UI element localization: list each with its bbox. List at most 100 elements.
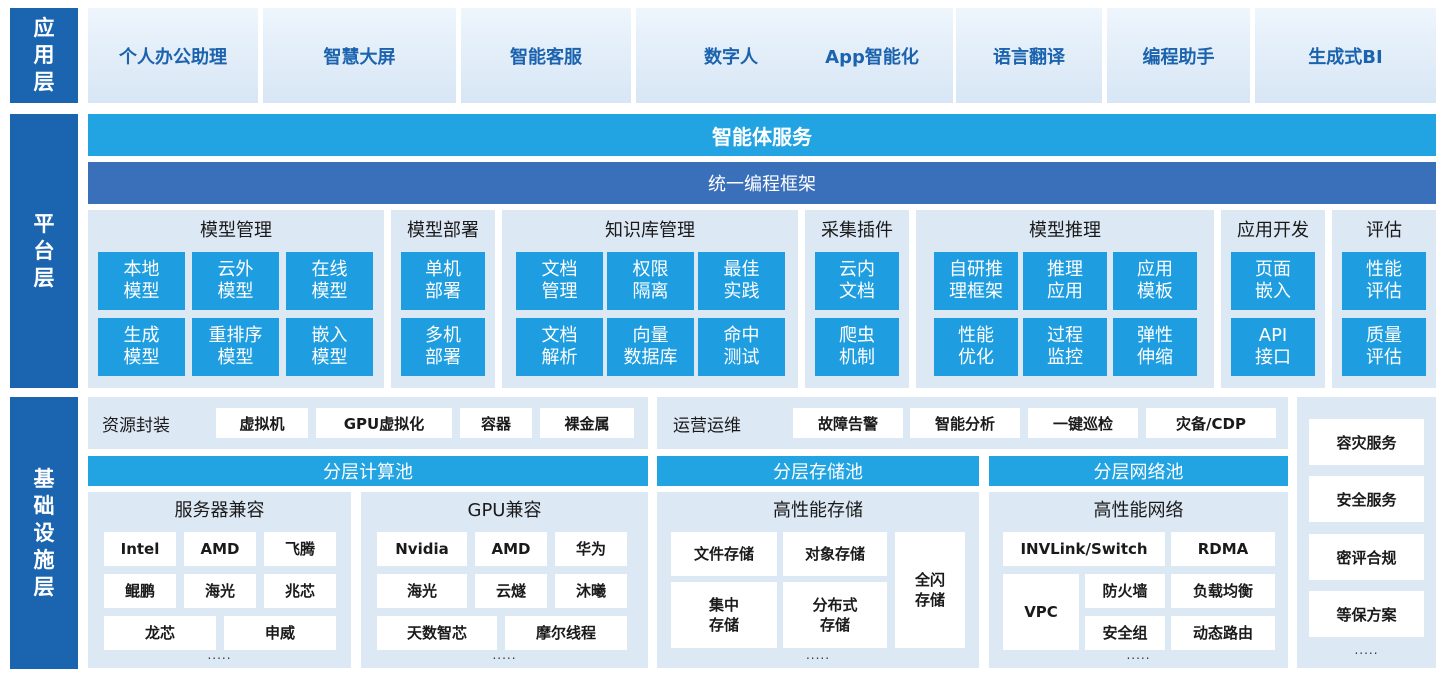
tile-quality-evaluation: 质量 评估 [1342, 318, 1426, 376]
module-title: 模型管理 [200, 220, 272, 241]
module-evaluation: 评估 性能 评估 质量 评估 [1332, 210, 1436, 388]
module-model-management: 模型管理 本地 模型 云外 模型 在线 模型 生成 模型 重排序 模型 嵌入 模… [88, 210, 384, 388]
chip-gpu-amd: AMD [475, 532, 547, 566]
chip-metax: 沐曦 [555, 574, 627, 608]
chip-gpu-virtualization: GPU虚拟化 [316, 408, 452, 438]
chip-amd: AMD [184, 532, 256, 566]
module-knowledge-base-management: 知识库管理 文档 管理 权限 隔离 最佳 实践 文档 解析 向量 数据库 命中 … [502, 210, 798, 388]
storage-pool-bar: 分层存储池 [657, 456, 979, 486]
tile-single-node-deploy: 单机 部署 [401, 252, 485, 310]
cell-invlink-switch: INVLink/Switch [1003, 532, 1165, 566]
tile-process-monitoring: 过程 监控 [1023, 318, 1107, 376]
module-title: 知识库管理 [605, 220, 695, 241]
chip-loongson: 龙芯 [104, 616, 216, 650]
network-panel: 高性能网络 INVLink/Switch RDMA VPC 防火墙 负载均衡 安… [989, 492, 1288, 668]
tile-crawler-mechanism: 爬虫 机制 [815, 318, 899, 376]
module-model-inference: 模型推理 自研推 理框架 推理 应用 应用 模板 性能 优化 过程 监控 弹性 … [916, 210, 1214, 388]
tile-best-practice: 最佳 实践 [698, 252, 785, 310]
chip-phytium: 飞腾 [264, 532, 336, 566]
module-title: 评估 [1366, 220, 1402, 241]
cell-load-balancing: 负载均衡 [1171, 574, 1275, 608]
chip-huawei: 华为 [555, 532, 627, 566]
app-smart-screen: 智慧大屏 [263, 8, 456, 103]
module-title: 采集插件 [821, 220, 893, 241]
network-title: 高性能网络 [1093, 500, 1184, 521]
module-application-development: 应用开发 页面 嵌入 API 接口 [1221, 210, 1325, 388]
compute-pool-bar: 分层计算池 [88, 456, 648, 486]
chip-enflame: 云燧 [475, 574, 547, 608]
tile-performance-evaluation: 性能 评估 [1342, 252, 1426, 310]
chip-kunpeng: 鲲鹏 [104, 574, 176, 608]
tile-cloud-external-model: 云外 模型 [192, 252, 279, 310]
service-protection-scheme: 等保方案 [1309, 591, 1424, 637]
tile-elastic-scaling: 弹性 伸缩 [1113, 318, 1197, 376]
more-ellipsis: ..... [1354, 643, 1379, 657]
infrastructure-layer-label: 基 础 设 施 层 [10, 397, 78, 669]
server-compatibility-title: 服务器兼容 [174, 500, 265, 521]
app-generative-bi: 生成式BI [1255, 8, 1436, 103]
tile-rerank-model: 重排序 模型 [192, 318, 279, 376]
tile-cloud-documents: 云内 文档 [815, 252, 899, 310]
chip-bare-metal: 裸金属 [540, 408, 634, 438]
cell-distributed-storage: 分布式 存储 [783, 582, 887, 648]
services-panel: 容灾服务 安全服务 密评合规 等保方案 ..... [1297, 397, 1436, 668]
tile-page-embedding: 页面 嵌入 [1231, 252, 1315, 310]
tile-document-management: 文档 管理 [516, 252, 603, 310]
unified-programming-framework-bar: 统一编程框架 [88, 162, 1436, 204]
app-language-translation: 语言翻译 [956, 8, 1102, 103]
more-ellipsis: ..... [492, 648, 517, 662]
chip-zhaoxin: 兆芯 [264, 574, 336, 608]
module-title: 模型推理 [1029, 220, 1101, 241]
cell-firewall: 防火墙 [1085, 574, 1165, 608]
app-programming-assistant: 编程助手 [1107, 8, 1250, 103]
service-disaster-recovery: 容灾服务 [1309, 419, 1424, 465]
service-security: 安全服务 [1309, 476, 1424, 522]
tile-permission-isolation: 权限 隔离 [607, 252, 694, 310]
chip-virtual-machine: 虚拟机 [216, 408, 308, 438]
module-model-deployment: 模型部署 单机 部署 多机 部署 [391, 210, 495, 388]
app-personal-office-assistant: 个人办公助理 [88, 8, 258, 103]
app-smart-customer-service: 智能客服 [461, 8, 631, 103]
platform-layer-label: 平 台 层 [10, 114, 78, 388]
chip-container: 容器 [460, 408, 532, 438]
gpu-compatibility-panel: GPU兼容 Nvidia AMD 华为 海光 云燧 沐曦 天数智芯 摩尔线程 .… [361, 492, 648, 668]
resource-encapsulation-label: 资源封装 [102, 415, 170, 436]
cell-dynamic-routing: 动态路由 [1171, 616, 1275, 650]
tile-document-parsing: 文档 解析 [516, 318, 603, 376]
app-app-intelligence: App智能化 [791, 8, 953, 103]
chip-fault-alarm: 故障告警 [793, 408, 903, 438]
chip-one-click-inspection: 一键巡检 [1028, 408, 1138, 438]
chip-nvidia: Nvidia [377, 532, 467, 566]
chip-disaster-backup-cdp: 灾备/CDP [1146, 408, 1276, 438]
cell-centralized-storage: 集中 存储 [671, 582, 777, 648]
chip-intel: Intel [104, 532, 176, 566]
module-title: 应用开发 [1237, 220, 1309, 241]
tile-online-model: 在线 模型 [286, 252, 373, 310]
tile-inference-application: 推理 应用 [1023, 252, 1107, 310]
tile-local-model: 本地 模型 [98, 252, 185, 310]
service-crypto-compliance: 密评合规 [1309, 534, 1424, 580]
storage-panel: 高性能存储 文件存储 对象存储 集中 存储 分布式 存储 全闪 存储 ..... [657, 492, 979, 668]
chip-sunway: 申威 [224, 616, 336, 650]
chip-gpu-hygon: 海光 [377, 574, 467, 608]
tile-self-developed-inference-framework: 自研推 理框架 [934, 252, 1018, 310]
cell-security-group: 安全组 [1085, 616, 1165, 650]
tile-hit-testing: 命中 测试 [698, 318, 785, 376]
tile-multi-node-deploy: 多机 部署 [401, 318, 485, 376]
more-ellipsis: ..... [805, 648, 831, 662]
tile-vector-database: 向量 数据库 [607, 318, 694, 376]
cell-file-storage: 文件存储 [671, 532, 777, 576]
tile-embedding-model: 嵌入 模型 [286, 318, 373, 376]
application-layer-label: 应 用 层 [10, 8, 78, 103]
cell-all-flash-storage: 全闪 存储 [895, 532, 965, 648]
gpu-compatibility-title: GPU兼容 [467, 500, 542, 521]
cell-rdma: RDMA [1171, 532, 1275, 566]
operations-row: 运营运维 故障告警 智能分析 一键巡检 灾备/CDP [657, 397, 1288, 449]
storage-title: 高性能存储 [773, 500, 863, 521]
tile-api-interface: API 接口 [1231, 318, 1315, 376]
chip-moore-threads: 摩尔线程 [505, 616, 627, 650]
more-ellipsis: ..... [1126, 648, 1151, 662]
cell-vpc: VPC [1003, 574, 1079, 650]
module-title: 模型部署 [407, 220, 479, 241]
tile-application-template: 应用 模板 [1113, 252, 1197, 310]
